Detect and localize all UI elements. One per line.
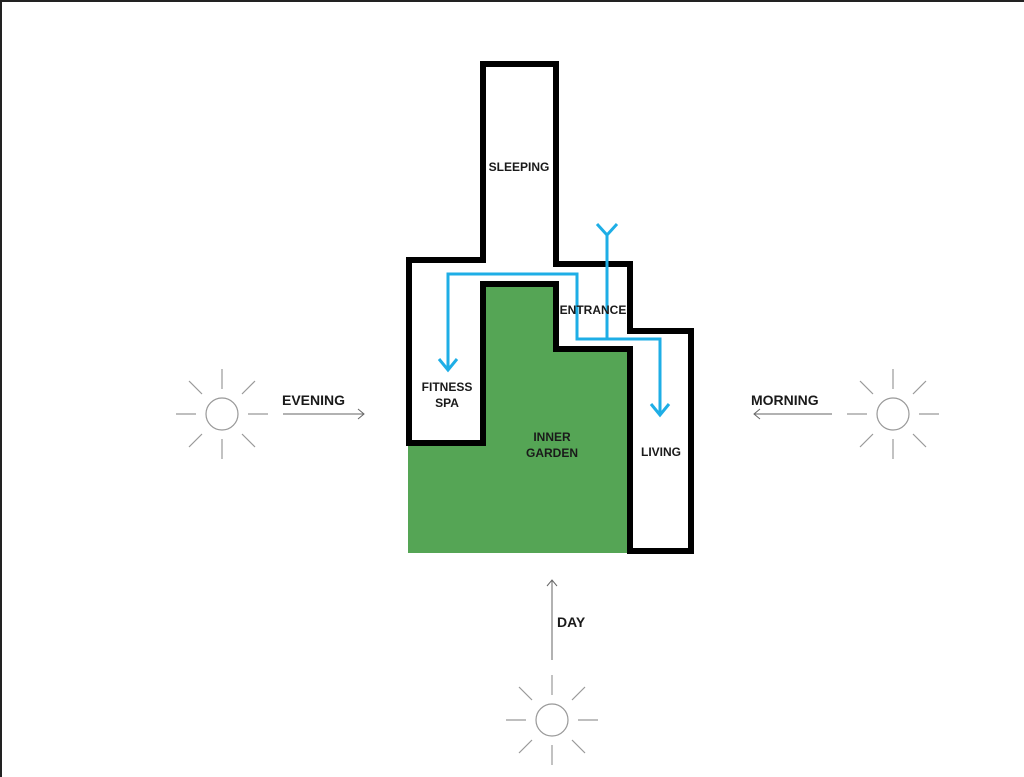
room-label-inner: INNER [533, 430, 571, 444]
living-arrowhead-icon [649, 403, 671, 418]
room-label-fitness: FITNESS [422, 380, 473, 394]
building-outline [406, 61, 694, 554]
sun-morning-icon [847, 369, 939, 459]
direction-label-morning: MORNING [751, 392, 819, 408]
room-label-sleeping: SLEEPING [489, 160, 550, 174]
inner-garden-area [408, 284, 630, 553]
room-label-entrance: ENTRANCE [560, 303, 627, 317]
entrance-fork-icon [595, 222, 619, 238]
day-arrow-icon [546, 579, 558, 660]
direction-label-evening: EVENING [282, 392, 345, 408]
room-label-living: LIVING [641, 445, 681, 459]
room-label-garden: GARDEN [526, 446, 578, 460]
morning-arrow-icon [753, 408, 832, 420]
path-to-fitness [446, 272, 662, 415]
circulation-path [437, 222, 671, 418]
evening-arrow-icon [283, 408, 365, 420]
sun-day-icon [506, 675, 598, 765]
room-label-spa: SPA [435, 396, 459, 410]
sun-evening-icon [176, 369, 268, 459]
direction-label-day: DAY [557, 614, 586, 630]
fitness-arrowhead-icon [437, 358, 459, 373]
